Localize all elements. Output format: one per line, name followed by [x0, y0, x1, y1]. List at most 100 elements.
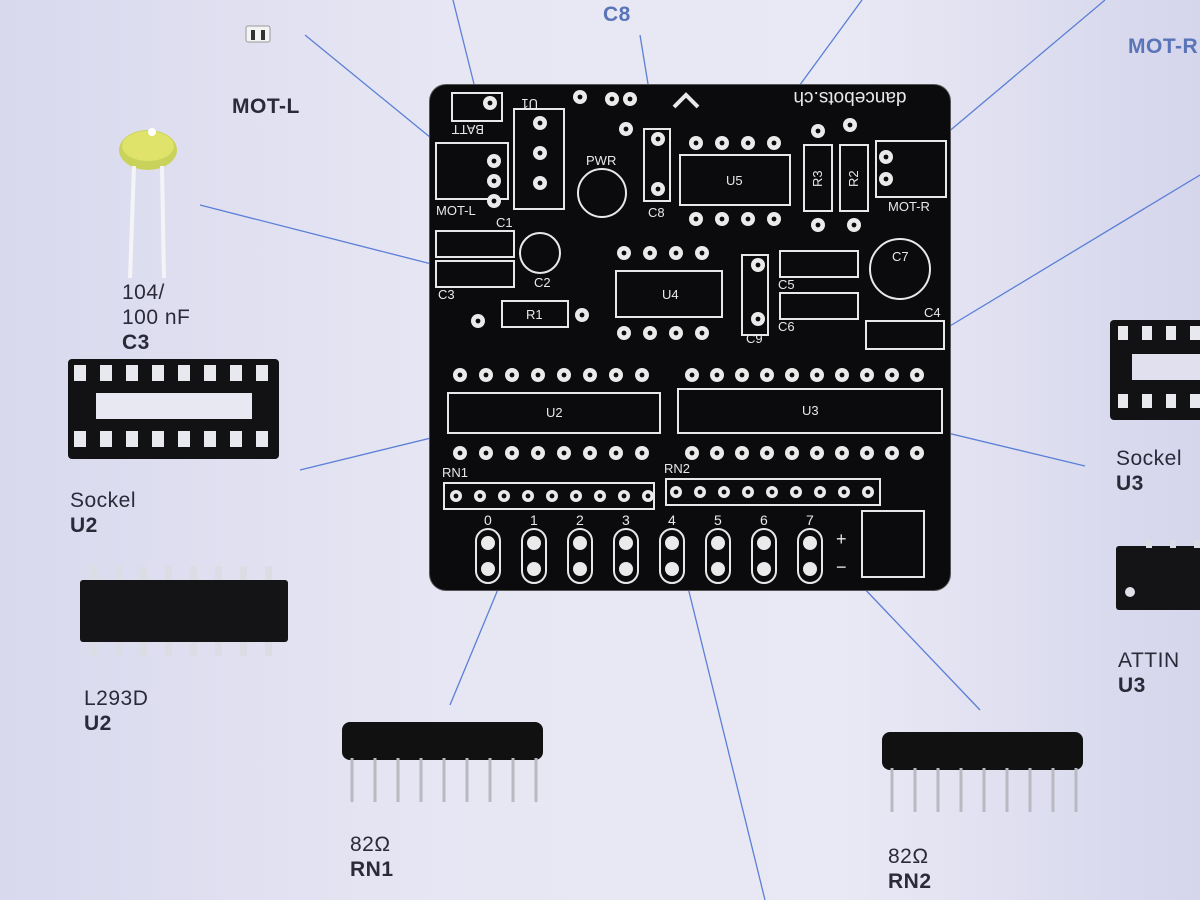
silk-bit-label: 4 — [668, 512, 676, 528]
pcb-drill — [639, 450, 645, 456]
pcb-drill — [587, 372, 593, 378]
silk-u2: U2 — [546, 405, 563, 420]
socket-pin — [74, 365, 86, 381]
socket-pin — [230, 365, 242, 381]
silk-batt: BATT — [452, 122, 484, 137]
label-socket-u3: Sockel U3 — [1116, 446, 1182, 496]
label-l293d-line: L293D — [84, 687, 149, 710]
pcb-drill — [491, 178, 497, 184]
silk-minus: − — [836, 557, 847, 577]
bit-pad — [757, 562, 771, 576]
pcb-drill — [457, 372, 463, 378]
bit-pad — [481, 536, 495, 550]
pcb-drill — [769, 489, 775, 495]
pcb-drill — [739, 450, 745, 456]
c4-outline — [865, 320, 945, 350]
pcb-drill — [764, 450, 770, 456]
pcb-drill — [561, 450, 567, 456]
silk-u5: U5 — [726, 173, 743, 188]
chip-pin — [165, 640, 172, 656]
pcb-drill — [889, 372, 895, 378]
chip-pin — [240, 640, 247, 656]
c1-outline — [435, 230, 515, 258]
silk-bit-label: 2 — [576, 512, 584, 528]
pcb-drill — [693, 216, 699, 222]
pcb-drill — [673, 489, 679, 495]
label-rn2: 82Ω RN2 — [888, 844, 932, 894]
c9-outline — [741, 254, 769, 336]
pcb-drill — [914, 450, 920, 456]
socket-pin — [100, 431, 112, 447]
pcb-drill — [771, 216, 777, 222]
u1-outline — [513, 108, 565, 210]
silk-c2: C2 — [534, 275, 551, 290]
pcb-drill — [579, 312, 585, 318]
pcb-drill — [491, 198, 497, 204]
battery-outline — [861, 510, 925, 578]
silk-r3: R3 — [810, 170, 825, 187]
silk-c3: C3 — [438, 287, 455, 302]
label-attiny: ATTIN U3 — [1118, 648, 1180, 698]
pcb-drill — [789, 372, 795, 378]
bit-pad — [803, 562, 817, 576]
pcb-drill — [841, 489, 847, 495]
socket-pin — [230, 431, 242, 447]
pcb-drill — [817, 489, 823, 495]
pcb-drill — [613, 450, 619, 456]
chip-pin — [265, 566, 272, 582]
pcb-drill — [645, 493, 651, 499]
c5-outline — [779, 250, 859, 278]
pcb-drill — [483, 372, 489, 378]
pcb-drill — [815, 222, 821, 228]
pcb-drill — [839, 450, 845, 456]
bit-pad — [481, 562, 495, 576]
batt-connector — [451, 92, 503, 122]
pcb-drill — [639, 372, 645, 378]
pcb-drill — [714, 450, 720, 456]
bit-pad — [803, 536, 817, 550]
socket-pin — [152, 431, 164, 447]
pcb-drill — [771, 140, 777, 146]
pcb-drill — [793, 489, 799, 495]
socket-pin — [256, 431, 268, 447]
pcb-drill — [719, 216, 725, 222]
silk-c8: C8 — [648, 205, 665, 220]
bit-pad — [527, 536, 541, 550]
pcb-drill — [621, 250, 627, 256]
pcb-drill — [597, 493, 603, 499]
silk-plus: + — [836, 529, 847, 549]
pcb-drill — [865, 489, 871, 495]
chip-pin — [240, 566, 247, 582]
bit-pad-outline — [705, 528, 731, 584]
pcb-drill — [689, 372, 695, 378]
pcb-drill — [621, 493, 627, 499]
chip-pin — [115, 566, 122, 582]
pcb-drill — [483, 450, 489, 456]
pcb-drill — [693, 140, 699, 146]
silk-rn2: RN2 — [664, 461, 690, 476]
label-mot-l: MOT-L — [232, 95, 300, 118]
socket-pin — [178, 365, 190, 381]
pcb-drill — [689, 450, 695, 456]
pcb-drill — [847, 122, 853, 128]
silk-rn1: RN1 — [442, 465, 468, 480]
chip-pin — [140, 640, 147, 656]
label-rn1-ref: RN1 — [350, 858, 394, 881]
pcb-drill — [577, 94, 583, 100]
pcb-drill — [647, 330, 653, 336]
pcb-drill — [764, 372, 770, 378]
c3-outline — [435, 260, 515, 288]
pcb-drill — [621, 330, 627, 336]
rn2-outline — [665, 478, 881, 506]
pcb-drill — [719, 140, 725, 146]
pcb-drill — [627, 96, 633, 102]
pcb-drill — [613, 372, 619, 378]
pcb-drill — [647, 250, 653, 256]
r2-outline — [839, 144, 869, 212]
c2-outline — [519, 232, 561, 274]
pcb-drill — [537, 180, 543, 186]
pcb-drill — [839, 372, 845, 378]
pcb-drill — [487, 100, 493, 106]
chip-pin — [115, 640, 122, 656]
label-attiny-line: ATTIN — [1118, 649, 1180, 672]
